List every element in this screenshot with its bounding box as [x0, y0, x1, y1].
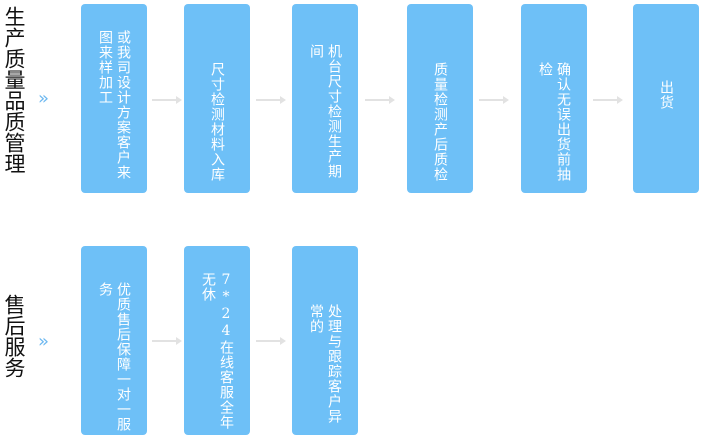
section-title-production-quality: 生产质量品质管理 — [2, 6, 26, 174]
section-title-after-sales: 售后服务 — [2, 294, 26, 378]
step-material-inspection: 尺寸检测材料入库 — [184, 4, 250, 193]
step-label: 7*24在线客服全年无休 — [200, 272, 234, 430]
flow-arrow-icon — [479, 96, 509, 104]
flow-arrow-icon — [256, 96, 286, 104]
step-issue-handling: 处理与跟踪客户异常的 — [292, 246, 358, 435]
step-online-service: 7*24在线客服全年无休 — [184, 246, 250, 435]
step-pre-shipment-check: 确认无误出货前抽检 — [521, 4, 587, 193]
step-label: 质量检测产后质检 — [432, 62, 448, 182]
step-custom-processing: 或我司设计方案客户来图来样加工 — [81, 4, 147, 193]
step-after-sales-guarantee: 优质售后保障一对一服务 — [81, 246, 147, 435]
step-label: 优质售后保障一对一服务 — [97, 282, 131, 432]
step-production-inspection: 机台尺寸检测生产期间 — [292, 4, 358, 193]
step-label: 或我司设计方案客户来图来样加工 — [97, 30, 131, 180]
step-label: 机台尺寸检测生产期间 — [308, 44, 342, 179]
flow-arrow-icon — [256, 337, 286, 345]
step-label: 确认无误出货前抽检 — [537, 62, 571, 182]
step-label: 处理与跟踪客户异常的 — [308, 304, 342, 424]
flow-arrow-icon — [365, 96, 395, 104]
step-label: 出货 — [658, 80, 674, 110]
chevron-right-icon: » — [38, 88, 49, 109]
step-post-production-qc: 质量检测产后质检 — [407, 4, 473, 193]
step-shipment: 出货 — [633, 4, 699, 193]
step-label: 尺寸检测材料入库 — [209, 62, 225, 182]
flow-arrow-icon — [152, 337, 182, 345]
chevron-right-icon: » — [38, 331, 49, 352]
flow-arrow-icon — [593, 96, 623, 104]
flow-arrow-icon — [152, 96, 182, 104]
